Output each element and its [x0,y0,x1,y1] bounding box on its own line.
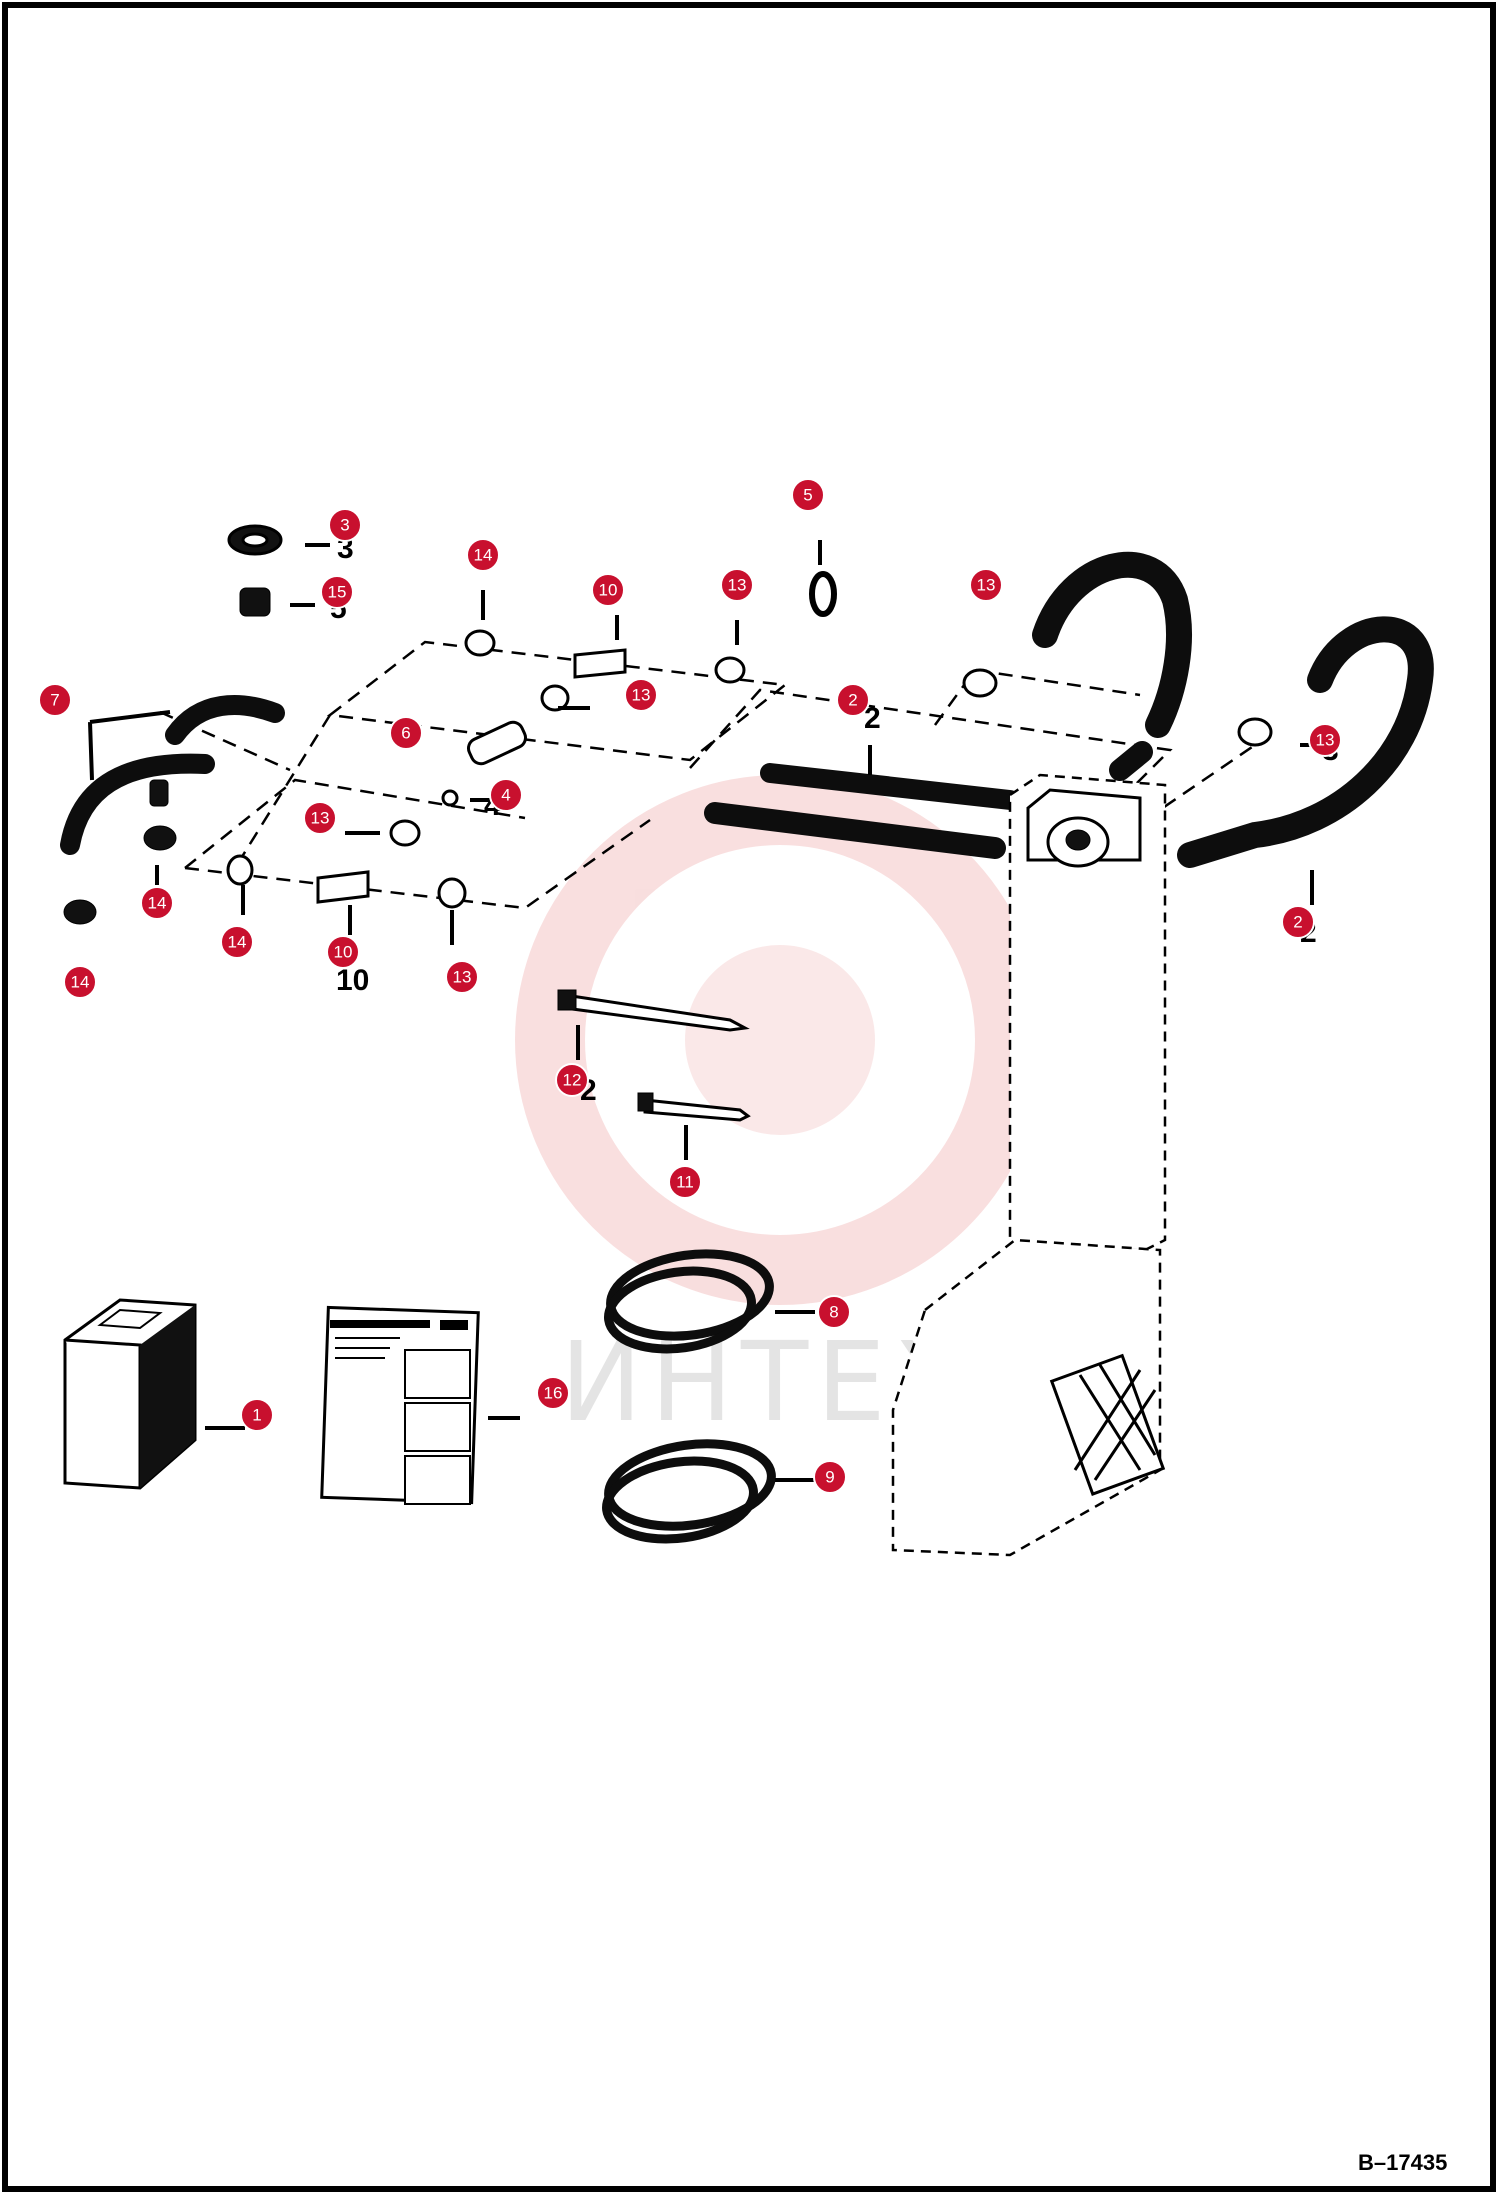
svg-text:14: 14 [148,894,167,913]
svg-text:14: 14 [474,546,493,565]
clamp-13e [962,668,998,698]
svg-text:11: 11 [676,1173,694,1192]
connector-6 [467,720,527,766]
callout-15: 15 [320,575,354,609]
clamp-13a [714,656,746,684]
callout-7: 7 [38,683,72,717]
elbow-14a [464,629,496,657]
svg-text:5: 5 [803,486,812,505]
o-ring-5 [809,571,837,617]
callouts: 1 2 2 3 4 5 6 7 8 9 10 10 11 12 13 13 13… [38,478,1342,1494]
box-item-1 [63,1298,245,1490]
callout-6: 6 [389,716,423,750]
svg-text:15: 15 [328,583,347,602]
callout-13d: 13 [1308,723,1342,757]
svg-text:2: 2 [1293,913,1302,932]
callout-4: 4 [489,778,523,812]
callout-8: 8 [817,1295,851,1329]
svg-text:2: 2 [848,691,857,710]
svg-text:13: 13 [977,576,996,595]
svg-text:13: 13 [453,968,472,987]
svg-text:14: 14 [228,933,247,952]
callout-14a: 14 [466,538,500,572]
tee-10b [316,870,370,904]
callout-12: 12 [555,1063,589,1097]
svg-text:7: 7 [50,691,59,710]
svg-text:3: 3 [340,516,349,535]
callout-10b: 10 [326,935,360,969]
callout-13b: 13 [624,678,658,712]
clamp-13c [389,819,421,847]
callout-13c: 13 [969,568,1003,602]
elbow-14b [226,854,254,886]
callout-3: 3 [328,508,362,542]
diagram-code: B–17435 [1358,2150,1447,2175]
svg-text:2: 2 [864,702,881,735]
svg-text:8: 8 [829,1303,838,1322]
callout-13f: 13 [445,960,479,994]
callout-13e: 13 [303,801,337,835]
callout-11: 11 [668,1165,702,1199]
svg-text:12: 12 [563,1071,582,1090]
callout-5: 5 [791,478,825,512]
callout-14c: 14 [220,925,254,959]
fitting-14d [143,825,177,851]
svg-text:13: 13 [1316,731,1335,750]
hose-item-2 [704,551,1434,905]
callout-14d: 14 [63,965,97,999]
callout-1: 1 [240,1398,274,1432]
hose-item-7 [60,695,285,855]
svg-text:10: 10 [334,943,353,962]
plug-15 [239,587,271,617]
callout-13a: 13 [720,568,754,602]
svg-text:4: 4 [501,786,510,805]
svg-text:16: 16 [544,1384,563,1403]
callout-2a: 2 [836,683,870,717]
svg-text:1: 1 [252,1406,261,1425]
svg-text:10: 10 [336,964,369,997]
instructions-item-16 [320,1305,520,1505]
washer-4 [441,789,459,807]
svg-text:9: 9 [825,1468,834,1487]
cable-ties [557,989,751,1160]
hose-coils [602,1249,815,1544]
valve-14c [149,779,169,807]
clamp-13b [540,684,570,712]
svg-text:13: 13 [728,576,747,595]
svg-text:10: 10 [599,581,618,600]
clamp-13d [437,877,467,909]
fittings [63,524,1273,925]
callout-2b: 2 [1281,905,1315,939]
callout-14b: 14 [140,886,174,920]
tee-10a [573,648,627,679]
svg-text:6: 6 [401,724,410,743]
callout-16: 16 [536,1376,570,1410]
callout-9: 9 [813,1460,847,1494]
heater-unit [891,773,1167,1557]
clamp-13f [1237,717,1273,747]
svg-text:14: 14 [71,973,90,992]
svg-text:13: 13 [632,686,651,705]
svg-text:13: 13 [311,809,330,828]
callout-10a: 10 [591,573,625,607]
fitting-14e [63,899,97,925]
lead-lines [155,540,1325,945]
